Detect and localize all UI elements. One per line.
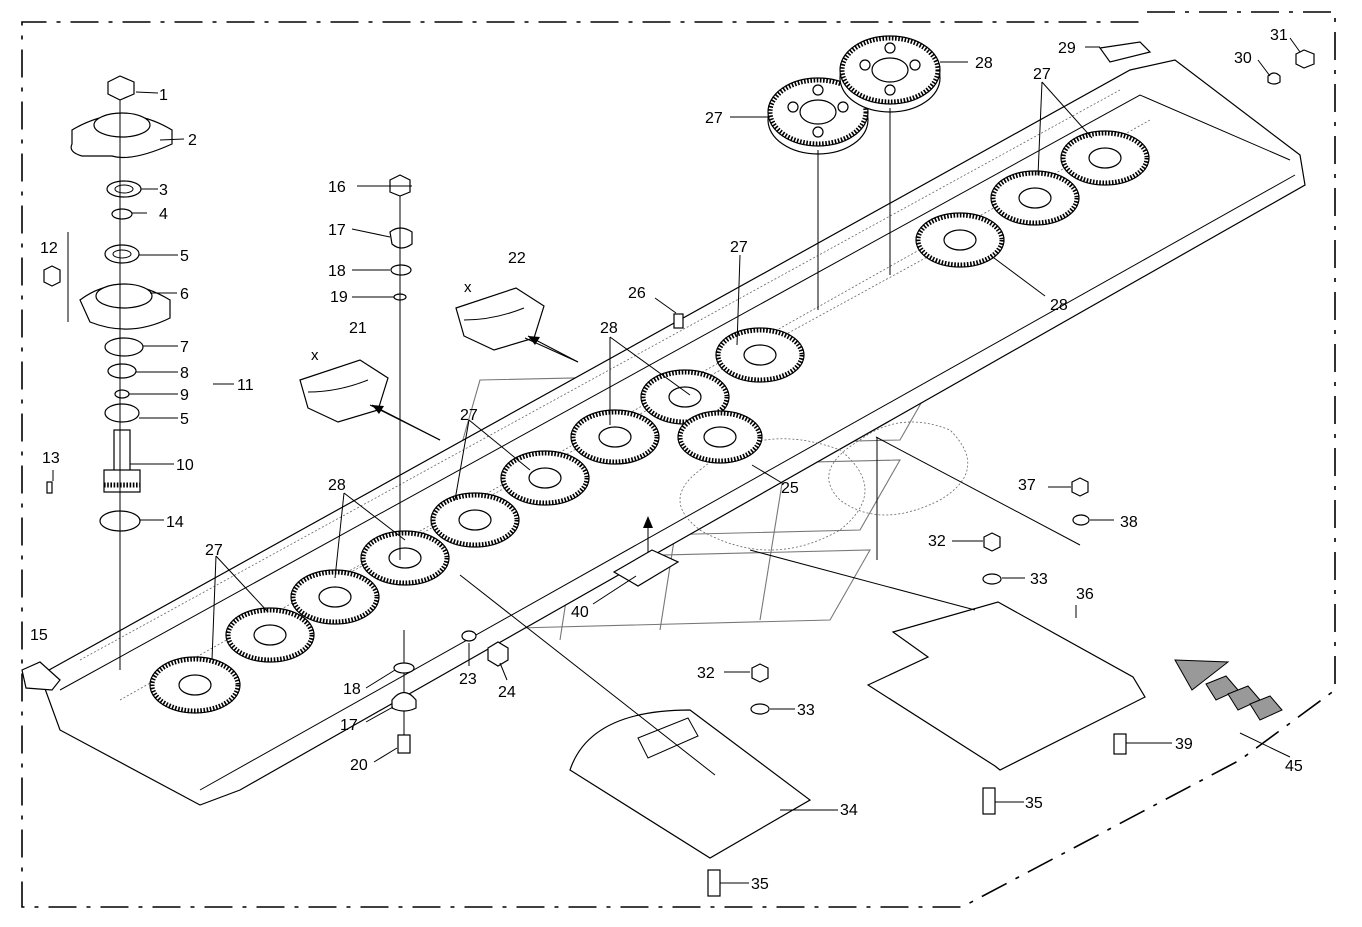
gear: [677, 410, 763, 464]
guard-21: [299, 359, 441, 441]
gear: [570, 409, 660, 465]
callout-label: 33: [797, 702, 815, 719]
callout-label: 22: [508, 250, 526, 267]
gear: [360, 530, 450, 586]
gear: [715, 327, 805, 383]
callout-label: 10: [176, 457, 194, 474]
leader-lines: [52, 37, 1301, 884]
view-marker: x: [464, 279, 472, 296]
gear: [990, 170, 1080, 226]
gear-row: [149, 130, 1150, 714]
callout-label: 28: [600, 320, 618, 337]
skid-plate-36: [749, 436, 1146, 771]
callout-label: 27: [1033, 66, 1051, 83]
mid-stack: [389, 174, 417, 754]
callout-label: 28: [328, 477, 346, 494]
callout-label: 19: [330, 289, 348, 306]
callout-label: 30: [1234, 50, 1252, 67]
callout-label: 9: [180, 387, 189, 404]
callout-label: 36: [1076, 586, 1094, 603]
callout-label: 37: [1018, 477, 1036, 494]
callout-label: 32: [928, 533, 946, 550]
pin: [46, 481, 53, 494]
callout-label: 12: [40, 240, 58, 257]
callout-label: 34: [840, 802, 858, 819]
nut: [43, 265, 61, 287]
callout-label: 21: [349, 320, 367, 337]
callout-label: 6: [180, 286, 189, 303]
callout-label: 27: [460, 407, 478, 424]
gear: [430, 492, 520, 548]
drive-stack: [43, 75, 173, 670]
callout-label: 20: [350, 757, 368, 774]
callout-label: 1: [159, 87, 168, 104]
callout-label: 15: [30, 627, 48, 644]
callout-label: 28: [975, 55, 993, 72]
callout-label: 3: [159, 182, 168, 199]
callout-label: 39: [1175, 736, 1193, 753]
callout-label: 35: [1025, 795, 1043, 812]
gear: [500, 450, 590, 506]
callout-label: 2: [188, 132, 197, 149]
bearing: [106, 180, 142, 198]
gear: [915, 212, 1005, 268]
callout-label: 35: [751, 876, 769, 893]
callout-label: 40: [571, 604, 589, 621]
callout-label: 45: [1285, 758, 1303, 775]
gear: [149, 656, 241, 714]
gear: [290, 569, 380, 625]
callout-labels: 1 2 3 4 5 12 6 7 8 9 5 11 13 10 14 15 16…: [30, 27, 1303, 893]
callout-label: 18: [343, 681, 361, 698]
assembly-boundary: [21, 11, 1336, 908]
callout-label: 28: [1050, 297, 1068, 314]
callout-label: 13: [42, 450, 60, 467]
gear-large-28: [839, 35, 941, 113]
callout-label: 27: [205, 542, 223, 559]
callout-label: 31: [1270, 27, 1288, 44]
callout-label: 27: [705, 110, 723, 127]
callout-label: 5: [180, 411, 189, 428]
callout-label: 24: [498, 684, 516, 701]
callout-label: 29: [1058, 40, 1076, 57]
callout-label: 8: [180, 365, 189, 382]
direction-arrow: [1174, 659, 1283, 721]
gear: [1060, 130, 1150, 186]
callout-label: 5: [180, 248, 189, 265]
callout-label: 4: [159, 206, 168, 223]
assembly-arrows: [371, 335, 653, 528]
callout-label: 26: [628, 285, 646, 302]
callout-label: 27: [730, 239, 748, 256]
callout-label: 38: [1120, 514, 1138, 531]
gear-large-27: [767, 77, 869, 155]
callout-label: 16: [328, 179, 346, 196]
callout-label: 32: [697, 665, 715, 682]
callout-label: 14: [166, 514, 184, 531]
callout-label: 23: [459, 671, 477, 688]
callout-label: 25: [781, 480, 799, 497]
guard-22: [455, 287, 579, 363]
callout-label: 17: [340, 717, 358, 734]
callout-label: 17: [328, 222, 346, 239]
callout-label: 11: [237, 377, 254, 394]
callout-label: 18: [328, 263, 346, 280]
callout-label: 33: [1030, 571, 1048, 588]
skid-plate-34: [459, 574, 812, 859]
callout-label: 7: [180, 339, 189, 356]
fasteners: [21, 41, 1315, 897]
view-marker: x: [311, 347, 319, 364]
gear: [225, 607, 315, 663]
nut: [107, 75, 135, 101]
